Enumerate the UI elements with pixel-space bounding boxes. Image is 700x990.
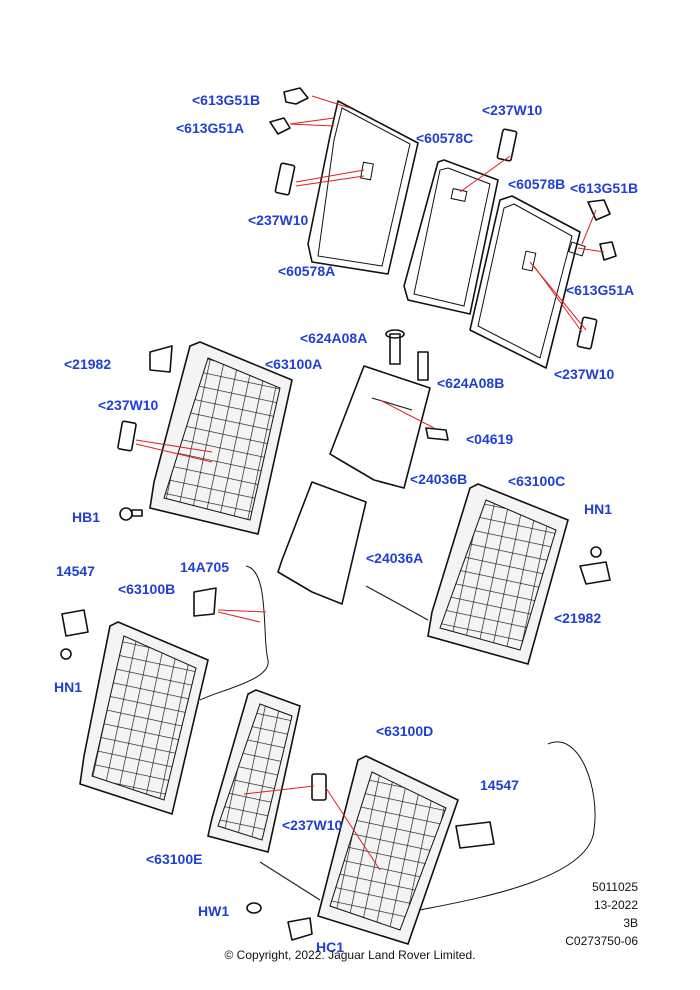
callout-60578C[interactable]: <60578C — [416, 130, 473, 146]
bracket-21982-left — [149, 345, 173, 373]
nut-HN1-left — [60, 648, 72, 660]
clip-613G51B-left — [283, 87, 309, 105]
diagram-date: 13-2022 — [593, 898, 638, 912]
clip-613G51A-right — [599, 241, 617, 261]
illustration-number: C0273750-06 — [565, 934, 638, 948]
frame-63100E — [207, 689, 301, 853]
callout-HW1[interactable]: HW1 — [198, 903, 229, 919]
callout-14547-b[interactable]: 14547 — [480, 777, 519, 793]
callout-HN1-b[interactable]: HN1 — [54, 679, 82, 695]
cable-right — [419, 741, 596, 911]
callout-HN1-a[interactable]: HN1 — [584, 501, 612, 517]
frame-63100B — [79, 621, 209, 816]
callout-04619[interactable]: <04619 — [466, 431, 513, 447]
copyright-notice: © Copyright, 2022. Jaguar Land Rover Lim… — [224, 948, 476, 962]
bolt-HB1 — [119, 507, 143, 521]
callout-63100D[interactable]: <63100D — [376, 723, 433, 739]
callout-237W10-b[interactable]: <237W10 — [482, 102, 543, 118]
cover-60578C — [403, 159, 499, 315]
pivot-rod-lower — [259, 861, 321, 901]
bracket-14A705 — [193, 587, 217, 617]
frame-63100D — [317, 755, 459, 945]
callout-14A705[interactable]: 14A705 — [180, 559, 229, 575]
frame-63100C — [427, 483, 569, 665]
panel-24036B — [329, 365, 431, 489]
clip-HC1 — [287, 917, 313, 941]
clip-613G51A-left — [269, 117, 291, 135]
callout-63100E[interactable]: <63100E — [146, 851, 202, 867]
callout-60578A[interactable]: <60578A — [278, 263, 335, 279]
callout-63100A[interactable]: <63100A — [265, 356, 322, 372]
callout-624A08A[interactable]: <624A08A — [300, 330, 367, 346]
callout-HB1[interactable]: HB1 — [72, 509, 100, 525]
callout-14547-a[interactable]: 14547 — [56, 563, 95, 579]
callout-24036A[interactable]: <24036A — [366, 550, 423, 566]
callout-60578B[interactable]: <60578B — [508, 176, 565, 192]
frame-63100A — [149, 341, 293, 535]
latch-14547-right — [455, 821, 495, 849]
cable-14A705 — [199, 565, 269, 701]
callout-613G51B-a[interactable]: <613G51B — [192, 92, 260, 108]
pivot-rod-upper — [365, 585, 429, 621]
callout-613G51A-a[interactable]: <613G51A — [176, 120, 244, 136]
cover-60578B — [469, 195, 586, 369]
latch-14547-left — [61, 609, 89, 637]
callout-24036B[interactable]: <24036B — [410, 471, 467, 487]
switch-237W10-left — [274, 162, 296, 196]
nut-HN1-right — [590, 546, 602, 558]
callout-613G51B-b[interactable]: <613G51B — [570, 180, 638, 196]
diagram-ref: 5011025 — [592, 880, 638, 894]
callout-237W10-e[interactable]: <237W10 — [282, 817, 343, 833]
clip-613G51B-right — [587, 199, 611, 221]
callout-624A08B[interactable]: <624A08B — [437, 375, 504, 391]
callout-63100C[interactable]: <63100C — [508, 473, 565, 489]
callout-21982-a[interactable]: <21982 — [64, 356, 111, 372]
cover-60578A — [307, 100, 419, 275]
callout-HC1[interactable]: HC1 — [316, 939, 344, 955]
switch-237W10-mid — [496, 128, 518, 162]
diagram-code: 3B — [623, 916, 638, 930]
leader-lines — [135, 95, 605, 871]
switch-237W10-frame — [117, 420, 137, 452]
panel-24036A — [277, 481, 367, 605]
callout-63100B[interactable]: <63100B — [118, 581, 175, 597]
hinge-624A08A — [385, 329, 405, 365]
callout-613G51A-b[interactable]: <613G51A — [566, 282, 634, 298]
callout-237W10-c[interactable]: <237W10 — [554, 366, 615, 382]
callout-21982-b[interactable]: <21982 — [554, 610, 601, 626]
callout-237W10-d[interactable]: <237W10 — [98, 397, 159, 413]
switch-237W10-e — [311, 773, 327, 801]
washer-HW1 — [246, 902, 262, 914]
switch-237W10-right — [576, 316, 598, 350]
bracket-21982-right — [579, 561, 611, 585]
hinge-624A08B — [417, 351, 429, 381]
callout-237W10-a[interactable]: <237W10 — [248, 212, 309, 228]
bracket-04619 — [425, 427, 449, 441]
